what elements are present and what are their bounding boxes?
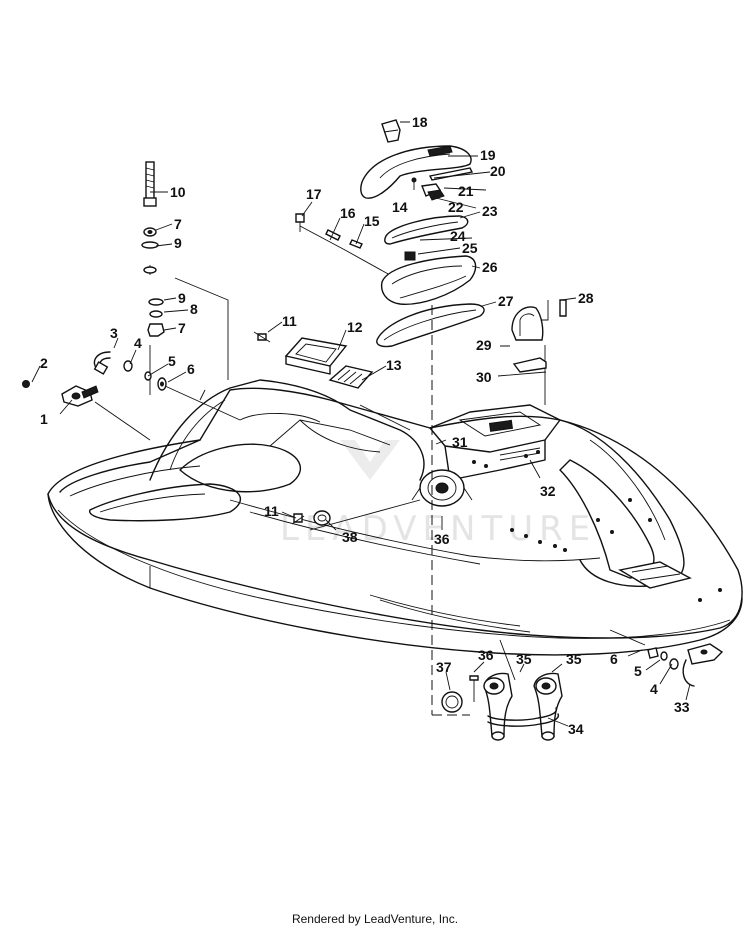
label-4-right: 4 — [650, 681, 658, 697]
part-16-15-pins — [325, 229, 363, 249]
label-16: 16 — [340, 205, 356, 221]
label-15: 15 — [364, 213, 380, 229]
label-6: 6 — [187, 361, 195, 377]
label-27: 27 — [498, 293, 514, 309]
part-21-22-clamp — [421, 183, 445, 201]
label-31: 31 — [452, 434, 468, 450]
label-5-right: 5 — [634, 663, 642, 679]
label-21: 21 — [458, 183, 474, 199]
part-34-clamps — [487, 707, 560, 727]
label-leaders — [31, 121, 691, 727]
part-37-cap — [441, 691, 463, 713]
part-35-elbows — [483, 672, 563, 741]
label-5: 5 — [168, 353, 176, 369]
hull-vent-36 — [411, 469, 473, 507]
part-18-plug — [381, 119, 401, 143]
label-34: 34 — [568, 721, 584, 737]
label-30: 30 — [476, 369, 492, 385]
label-8: 8 — [190, 301, 198, 317]
label-9-lower: 9 — [178, 290, 186, 306]
label-22: 22 — [448, 199, 464, 215]
label-6-right: 6 — [610, 651, 618, 667]
label-3: 3 — [110, 325, 118, 341]
part-11-screw-lower — [291, 513, 305, 525]
parts-4-5-6-right — [647, 647, 679, 670]
leader-lines — [94, 225, 646, 716]
washers-upper — [141, 227, 159, 274]
label-28: 28 — [578, 290, 594, 306]
label-36-bolt: 36 — [478, 647, 494, 663]
label-12: 12 — [347, 319, 363, 335]
label-29: 29 — [476, 337, 492, 353]
part-3-ubolt — [93, 351, 111, 375]
label-32: 32 — [540, 483, 556, 499]
label-1: 1 — [40, 411, 48, 427]
label-11-lower: 11 — [264, 503, 279, 519]
label-7-upper: 7 — [174, 216, 182, 232]
label-18: 18 — [412, 114, 428, 130]
part-14-bolt — [411, 177, 417, 190]
hull-body — [47, 379, 743, 656]
part-23-handlebar-strap — [384, 215, 469, 245]
label-11-upper: 11 — [282, 313, 297, 329]
part-19-pad-cover — [360, 145, 472, 199]
footer-credit: Rendered by LeadVenture, Inc. — [291, 912, 459, 926]
label-19: 19 — [480, 147, 496, 163]
part-11-screw-upper — [253, 331, 271, 343]
part-28-29-30-vent — [511, 299, 567, 373]
parts-4-5-6-left — [123, 360, 167, 391]
part-38-plug — [313, 510, 331, 526]
label-24: 24 — [450, 228, 466, 244]
part-10-stud — [143, 161, 157, 207]
label-35-left: 35 — [516, 651, 532, 667]
label-2: 2 — [40, 355, 48, 371]
label-9-upper: 9 — [174, 235, 182, 251]
label-38: 38 — [342, 529, 358, 545]
part-26-bar-housing — [380, 255, 477, 305]
label-4: 4 — [134, 335, 142, 351]
part-1-bow-eye — [22, 380, 99, 407]
label-20: 20 — [490, 163, 506, 179]
part-36-bolt — [469, 675, 479, 702]
label-36-hull: 36 — [434, 531, 450, 547]
part-13-grille — [328, 365, 374, 389]
part-12-hatch — [284, 337, 348, 375]
label-26: 26 — [482, 259, 498, 275]
label-7-lower: 7 — [178, 320, 186, 336]
label-13: 13 — [386, 357, 402, 373]
label-33: 33 — [674, 699, 690, 715]
label-14: 14 — [392, 199, 408, 215]
part-25-nut — [404, 251, 416, 261]
label-17: 17 — [306, 186, 322, 202]
part-27-seal — [376, 303, 485, 348]
label-25: 25 — [462, 240, 478, 256]
label-37: 37 — [436, 659, 452, 675]
part-33-rear-eye — [682, 643, 724, 687]
label-10: 10 — [170, 184, 186, 200]
part-17-screw — [295, 213, 305, 232]
part-labels: 1 2 3 4 5 6 7 7 8 9 9 10 11 11 12 13 14 … — [40, 114, 690, 737]
label-35-right: 35 — [566, 651, 582, 667]
washers-lower — [147, 298, 165, 337]
steering-console — [429, 404, 561, 481]
label-23: 23 — [482, 203, 498, 219]
